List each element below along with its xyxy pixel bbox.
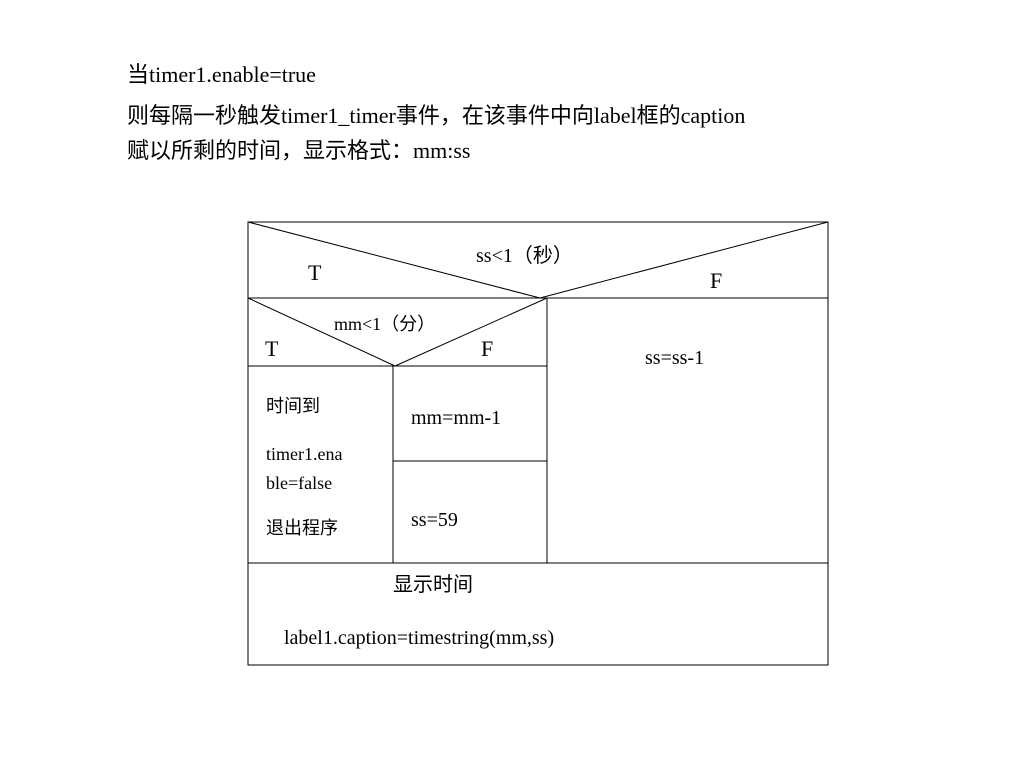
second-decrement-step: ss=ss-1 — [645, 347, 704, 369]
time-up-label: 时间到 — [266, 396, 320, 416]
display-caption-statement: label1.caption=timestring(mm,ss) — [284, 627, 554, 649]
inner-false-label: F — [481, 336, 493, 361]
inner-decision-left-diagonal — [247, 297, 396, 367]
display-time-label: 显示时间 — [393, 573, 473, 596]
inner-decision-right-diagonal — [394, 297, 548, 367]
intro-line-3: 赋以所剩的时间，显示格式：mm:ss — [127, 138, 471, 163]
intro-line-1: 当timer1.enable=true — [127, 62, 316, 87]
exit-program-label: 退出程序 — [266, 518, 338, 538]
intro-line-2: 则每隔一秒触发timer1_timer事件，在该事件中向label框的capti… — [127, 103, 746, 128]
outer-true-label: T — [308, 260, 322, 285]
outer-decision-right-diagonal — [539, 221, 829, 299]
timer-disable-line-1: timer1.ena — [266, 444, 342, 464]
outer-condition-label: ss<1（秒） — [476, 244, 573, 267]
inner-true-label: T — [265, 336, 279, 361]
diagram-outer-border — [247, 221, 829, 666]
inner-condition-label: mm<1（分） — [334, 314, 435, 334]
outer-decision-left-diagonal — [247, 221, 541, 299]
minute-decrement-step: mm=mm-1 — [411, 407, 501, 429]
timer-disable-line-2: ble=false — [266, 473, 332, 493]
outer-false-label: F — [710, 268, 722, 293]
second-reset-step: ss=59 — [411, 509, 458, 531]
